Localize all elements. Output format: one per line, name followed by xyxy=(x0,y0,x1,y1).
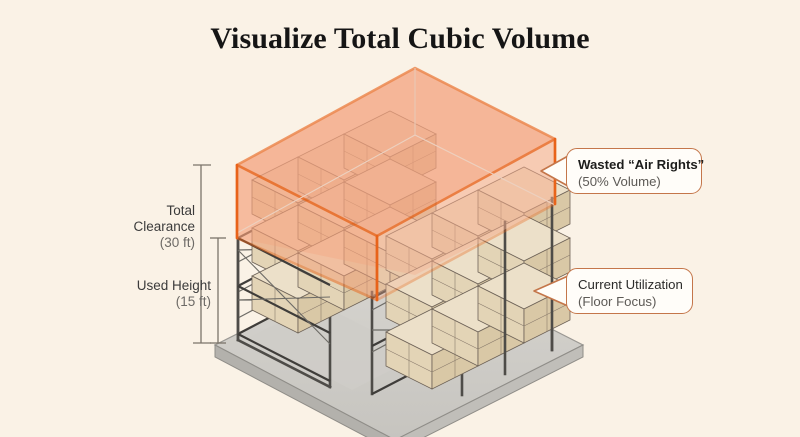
dimension-label-used-height-value: (15 ft) xyxy=(175,294,211,309)
rack-bay-left-wing xyxy=(236,236,332,389)
callout-current-utilization-title: Current Utilization xyxy=(578,277,683,292)
dimension-line-total-clearance xyxy=(193,164,211,344)
dimension-label-used-height: Used Height (15 ft) xyxy=(40,278,211,310)
wasted-air-rights-volume xyxy=(235,66,557,302)
callout-current-utilization-subtitle: (Floor Focus) xyxy=(578,294,657,309)
callout-current-utilization: Current Utilization (Floor Focus) xyxy=(566,268,693,314)
page-title: Visualize Total Cubic Volume xyxy=(210,22,590,55)
callout-wasted-air-rights: Wasted “Air Rights” (50% Volume) xyxy=(566,148,705,194)
callout-wasted-air-rights-title: Wasted “Air Rights” xyxy=(578,157,705,172)
rack-bay-right-face xyxy=(503,196,554,376)
dimension-label-total-clearance-line1: Total xyxy=(166,203,195,218)
dimension-label-total-clearance: Total Clearance (30 ft) xyxy=(40,203,195,251)
dimension-label-total-clearance-value: (30 ft) xyxy=(159,235,195,250)
dimension-label-total-clearance-line2: Clearance xyxy=(133,219,195,234)
callout-wasted-air-rights-subtitle: (50% Volume) xyxy=(578,174,661,189)
dimension-line-used-height xyxy=(210,237,226,344)
dimension-label-used-height-line1: Used Height xyxy=(136,278,211,293)
